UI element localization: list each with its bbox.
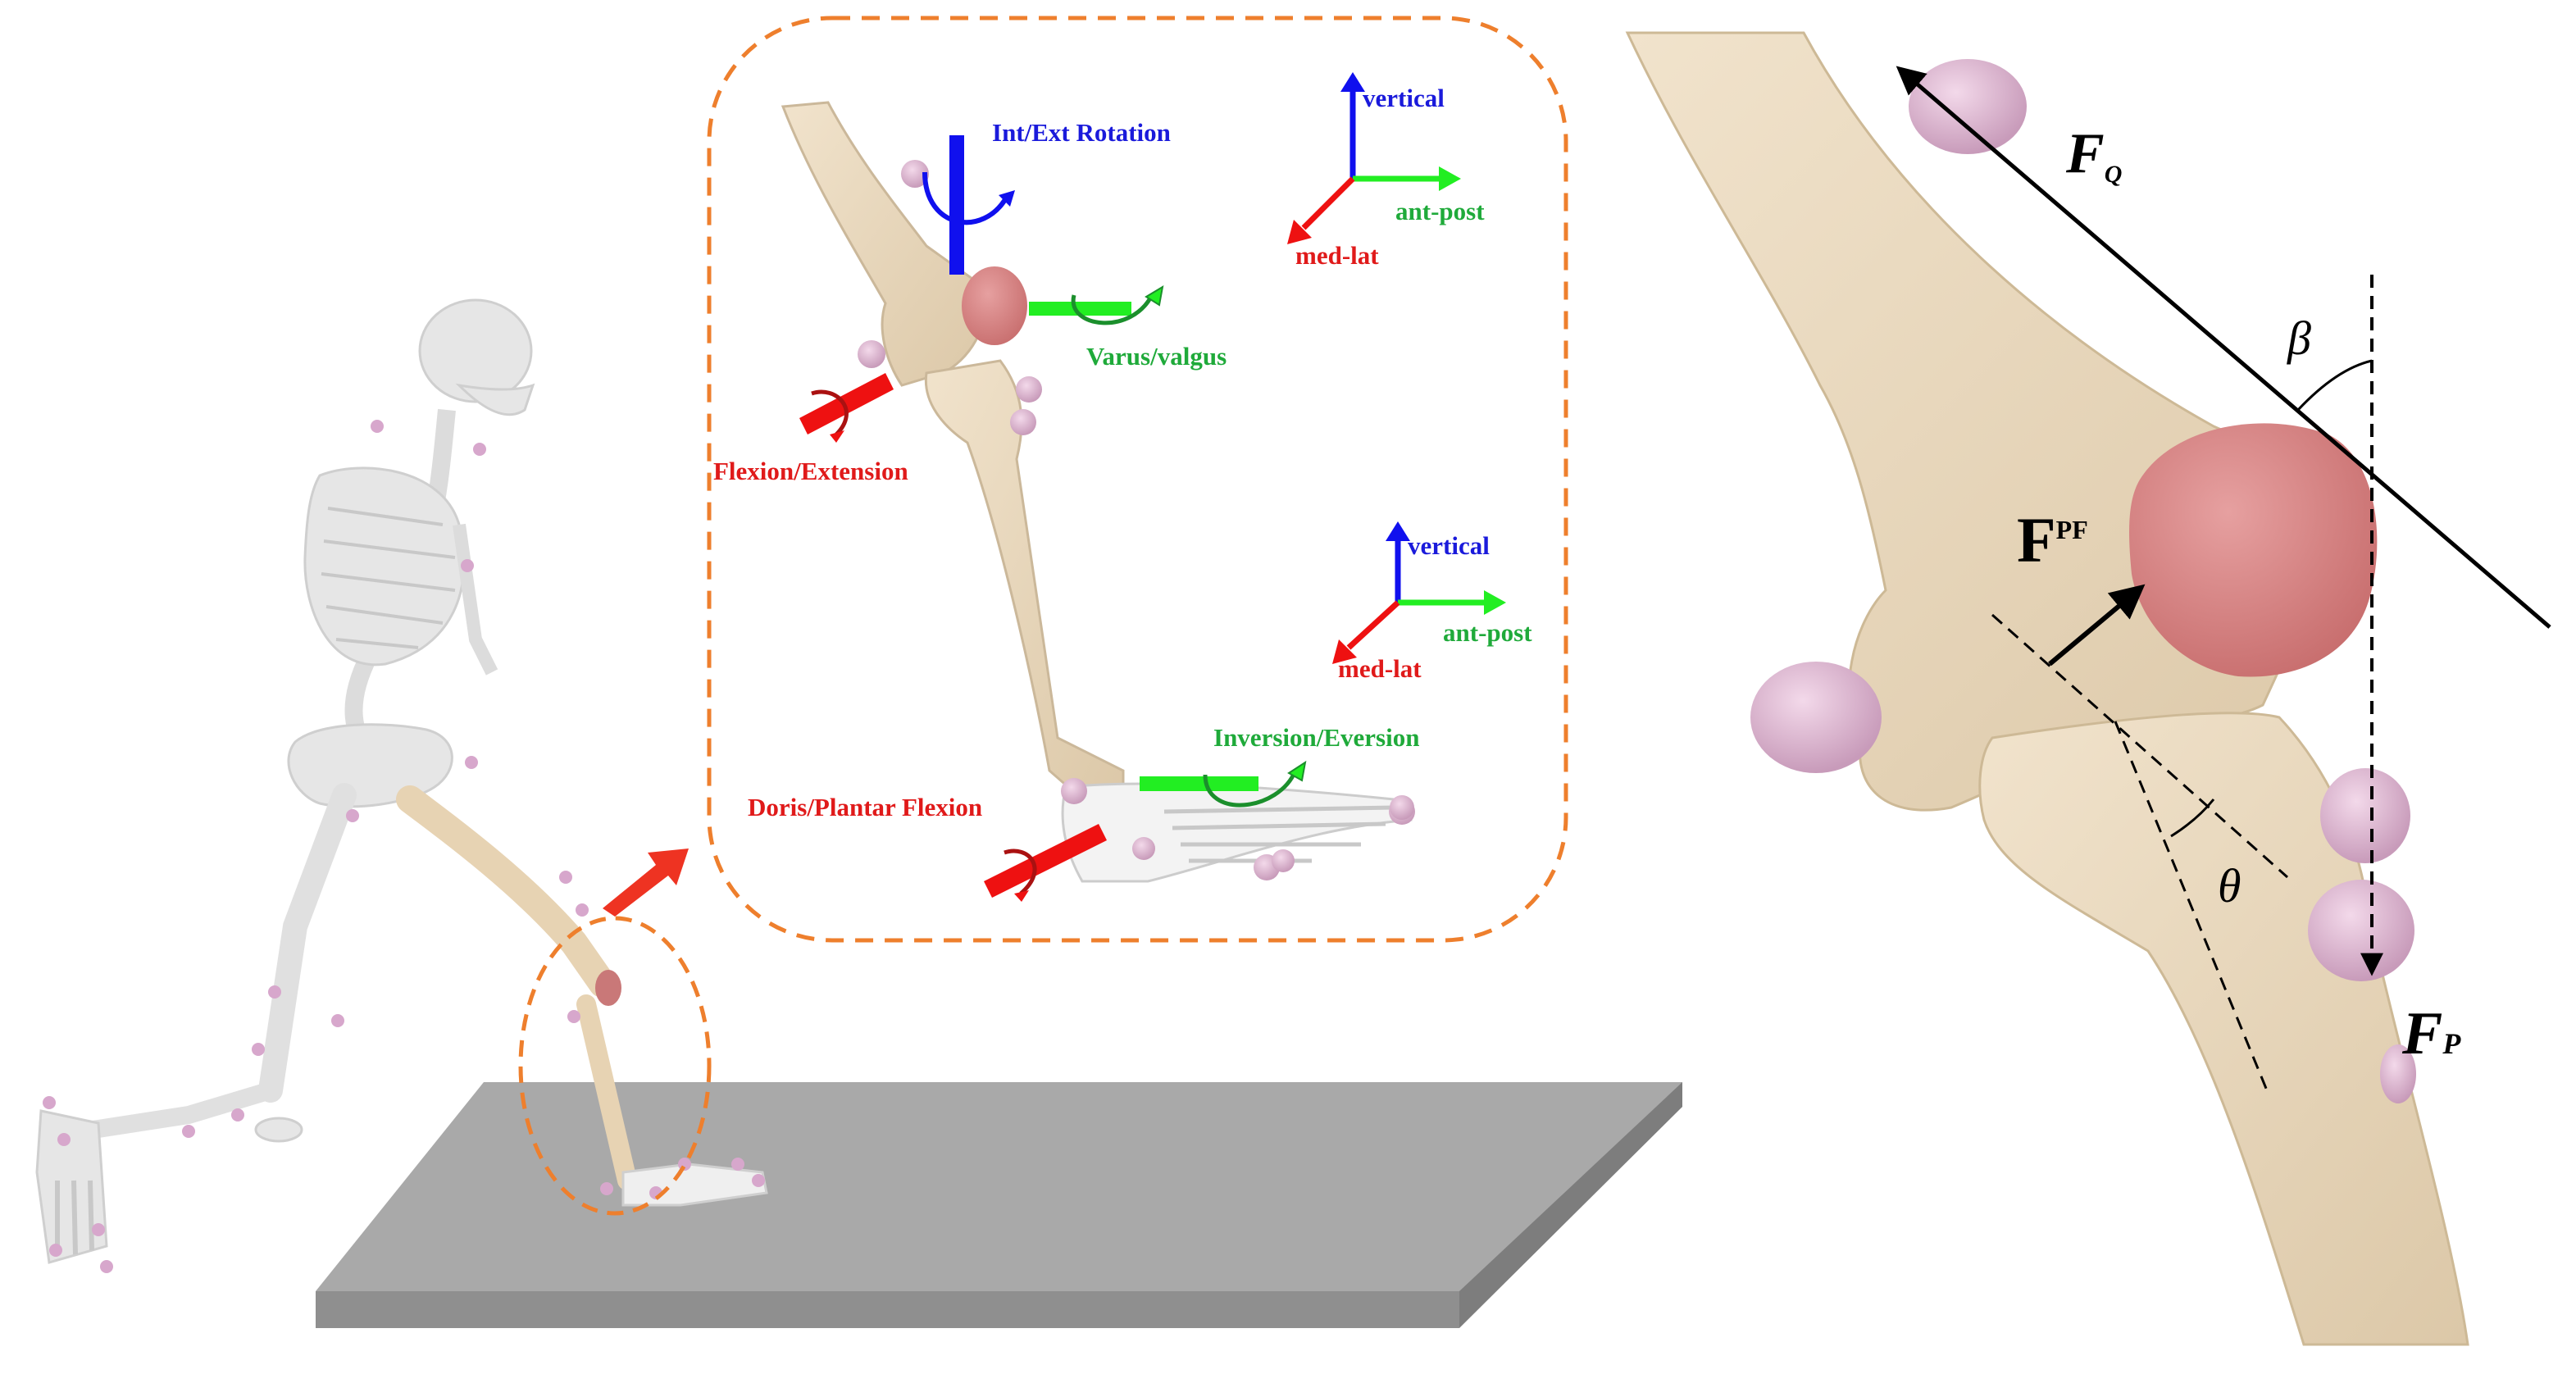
inversion-eversion-label: Inversion/Eversion [1213, 723, 1419, 752]
zoom-arrow-icon [603, 849, 689, 917]
ankle-coordinate-frame [1332, 521, 1506, 664]
ankle-ant-post-label: ant-post [1443, 618, 1532, 647]
varus-valgus-label: Varus/valgus [1086, 342, 1227, 371]
flexion-extension-label: Flexion/Extension [713, 457, 908, 485]
beta-angle-label: β [2287, 312, 2311, 365]
knee-med-lat-label: med-lat [1295, 241, 1379, 270]
knee-joint-axes [799, 135, 1164, 443]
joint-axes-callout-box [707, 16, 1568, 943]
femur-axis-line [1991, 613, 2288, 879]
doris-plantar-flexion-label: Doris/Plantar Flexion [748, 793, 982, 821]
ankle-vertical-label: vertical [1408, 531, 1490, 560]
motion-capture-markers [43, 420, 765, 1273]
quadriceps-force-line [1896, 66, 2551, 629]
fq-force-label: FQ [2065, 122, 2122, 188]
ankle-med-lat-label: med-lat [1338, 654, 1422, 683]
fpf-force-label: FPF [2017, 504, 2088, 576]
int-ext-rotation-label: Int/Ext Rotation [992, 118, 1171, 147]
fp-force-label: FP [2401, 1000, 2461, 1067]
knee-vertical-label: vertical [1363, 84, 1445, 112]
theta-angle-arc [2170, 798, 2215, 838]
ankle-joint-axes [984, 760, 1307, 902]
force-vectors [1896, 66, 2551, 1091]
tibia-axis-line [2114, 721, 2269, 1091]
force-platform [316, 1082, 1682, 1328]
beta-angle-arc [2296, 359, 2373, 412]
patellofemoral-force-line [2048, 584, 2146, 667]
knee-callout-ellipse [518, 916, 712, 1216]
knee-closeup [1625, 31, 2469, 1346]
knee-coordinate-frame [1287, 72, 1461, 244]
knee-ant-post-label: ant-post [1395, 197, 1485, 225]
zoomed-leg-markers [858, 160, 1415, 880]
theta-angle-label: θ [2218, 859, 2241, 912]
